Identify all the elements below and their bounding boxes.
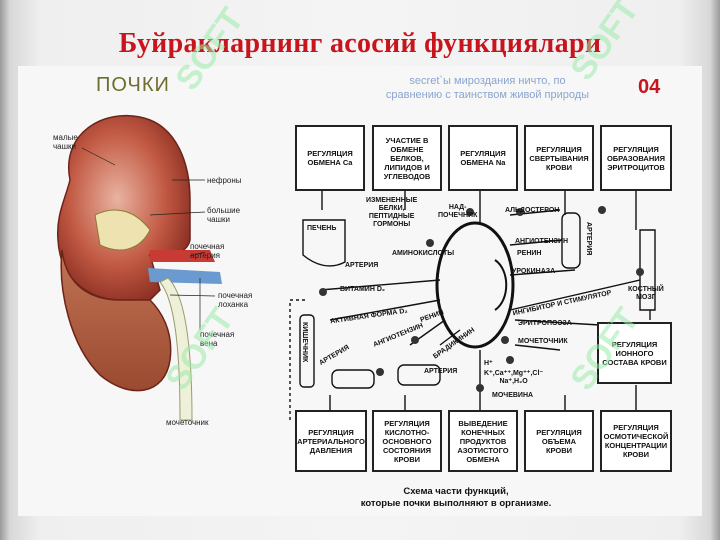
label-aldosterone: АЛЬДОСТЕРОН [505,207,560,214]
label-vitamin-d: ВИТАМИН D₂ [340,286,386,293]
label-bone-marrow: КОСТНЫЙ МОЗГ [628,286,664,301]
slide-number: 04 [638,76,661,98]
box-acid-base: РЕГУЛЯЦИЯ КИСЛОТНО-ОСНОВНОГО СОСТОЯНИЯ К… [372,410,442,472]
label-small-calyces: малые чашки [53,133,78,151]
label-erythropoiesis: ЭРИТРОПОЭЗА [518,320,572,327]
label-large-calyces: большие чашки [207,206,241,224]
label-renin: РЕНИН [517,250,542,257]
renal-artery-vessel [150,250,215,262]
box-blood-pressure: РЕГУЛЯЦИЯ АРТЕРИАЛЬНОГО ДАВЛЕНИЯ [295,410,367,472]
ureter-tube [159,277,193,421]
label-liver: ПЕЧЕНЬ [307,225,337,232]
box-calcium-regulation: РЕГУЛЯЦИЯ ОБМЕНА Ca [295,125,365,191]
label-changed-proteins: ИЗМЕНЕННЫЕ БЕЛКИ, ПЕПТИДНЫЕ ГОРМОНЫ [366,197,418,228]
box-coagulation-regulation: РЕГУЛЯЦИЯ СВЕРТЫВАНИЯ КРОВИ [524,125,594,191]
renal-pelvis-shape [94,209,151,251]
label-ureter: мочеточник [166,418,209,427]
kidney-heading: ПОЧКИ [96,74,170,96]
box-nitrogen-excretion: ВЫВЕДЕНИЕ КОНЕЧНЫХ ПРОДУКТОВ АЗОТИСТОГО … [448,410,518,472]
box-ionic-composition: РЕГУЛЯЦИЯ ИОННОГО СОСТАВА КРОВИ [597,322,672,384]
label-renal-pelvis: почечная лоханка [218,291,253,309]
label-artery-1: АРТЕРИЯ [345,262,379,269]
label-renal-vein: почечная вена [200,330,235,348]
label-urea: МОЧЕВИНА [492,392,534,399]
box-osmotic-concentration: РЕГУЛЯЦИЯ ОСМОТИЧЕСКОЙ КОНЦЕНТРАЦИИ КРОВ… [600,410,672,472]
box-erythropoiesis-regulation: РЕГУЛЯЦИЯ ОБРАЗОВАНИЯ ЭРИТРОЦИТОВ [600,125,672,191]
label-intestine: КИШЕЧНИК [301,322,308,363]
box-protein-metabolism: УЧАСТИЕ В ОБМЕНЕ БЕЛКОВ, ЛИПИДОВ И УГЛЕВ… [372,125,442,191]
box-sodium-regulation: РЕГУЛЯЦИЯ ОБМЕНА Na [448,125,518,191]
slide-title: Буйракларнинг асосий функциялари [118,28,602,59]
label-adrenal: НАД- ПОЧЕЧНИК [438,204,478,219]
scheme-caption: Схема части функций, которые почки выпол… [360,486,552,509]
quote-text: secret`ы мироздания ничто, по сравнению … [385,75,590,101]
label-h-ion: H⁺ [484,360,493,367]
label-aminoacids: АМИНОКИСЛОТЫ [392,250,455,257]
label-renal-artery: почечная артерия [190,242,225,260]
label-artery-vertical: АРТЕРИЯ [585,222,592,256]
label-angiotensin: АНГИОТЕНЗИН [515,238,569,245]
label-nephrons: нефроны [207,176,242,185]
kidney-lower-section [60,249,172,392]
label-ureter-scheme: МОЧЕТОЧНИК [518,338,568,345]
label-urokinase: УРОКИНАЗА [512,268,556,275]
label-artery-3: АРТЕРИЯ [424,368,458,375]
label-ions: K⁺,Ca⁺⁺,Mg⁺⁺,Cl⁻ Na⁺,H₂O [484,370,544,385]
box-blood-volume: РЕГУЛЯЦИЯ ОБЪЕМА КРОВИ [524,410,594,472]
